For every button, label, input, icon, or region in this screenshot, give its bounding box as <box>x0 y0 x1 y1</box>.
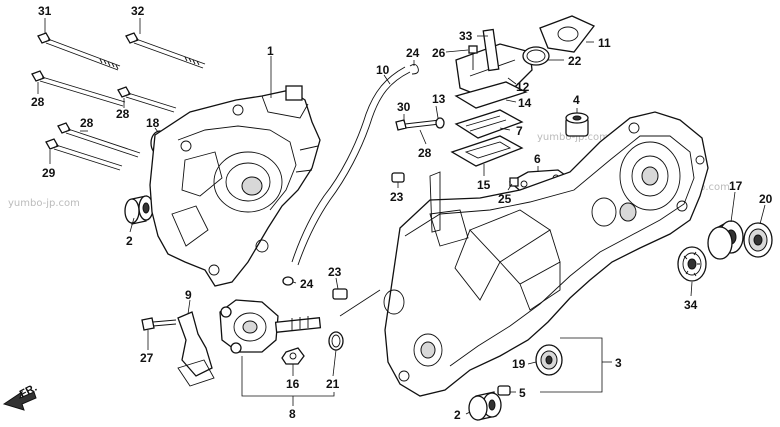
callout-5: 5 <box>519 386 526 400</box>
callout-21: 21 <box>326 377 340 391</box>
nut <box>281 347 305 365</box>
bolt-with-collar <box>395 117 445 131</box>
right-crankcase <box>383 111 709 397</box>
callout-24: 24 <box>300 277 314 291</box>
dowel-pin <box>497 385 511 396</box>
watermark: yumbo-jp.com <box>8 198 80 209</box>
callout-34: 34 <box>684 298 698 312</box>
callout-9: 9 <box>185 288 192 302</box>
bearing <box>535 344 563 376</box>
callout-22: 22 <box>568 54 582 68</box>
bearing <box>468 391 502 421</box>
reed-valve <box>454 109 524 139</box>
callout-27: 27 <box>140 351 154 365</box>
tube-clip <box>282 276 294 286</box>
left-crankcase <box>149 85 321 287</box>
callout-4: 4 <box>573 93 580 107</box>
oil-pump <box>219 299 322 354</box>
bearing <box>707 220 744 260</box>
callout-26: 26 <box>432 46 446 60</box>
callout-2: 2 <box>126 234 133 248</box>
callout-12: 12 <box>516 80 530 94</box>
callout-33: 33 <box>459 29 473 43</box>
callout-25: 25 <box>498 192 512 206</box>
tube-clip <box>409 63 419 75</box>
callout-31: 31 <box>38 4 52 18</box>
bolt <box>45 138 123 171</box>
callout-13: 13 <box>432 92 446 106</box>
callout-14: 14 <box>518 96 532 110</box>
dowel-pin <box>391 172 405 183</box>
callout-11: 11 <box>598 36 611 50</box>
callout-19: 19 <box>512 357 526 371</box>
reed-gasket <box>450 135 524 167</box>
callout-2: 2 <box>454 408 461 422</box>
watermark: yumbo-jp.com <box>537 132 609 143</box>
callout-24: 24 <box>406 46 420 60</box>
callout-30: 30 <box>397 100 411 114</box>
callout-10: 10 <box>376 63 390 77</box>
bearing <box>677 246 707 282</box>
collar <box>565 112 589 137</box>
callout-20: 20 <box>759 192 773 206</box>
breather-tube <box>291 66 411 266</box>
bolt <box>57 122 141 158</box>
callout-18: 18 <box>146 116 160 130</box>
bearing <box>743 222 773 258</box>
callout-28: 28 <box>418 146 432 160</box>
small-bolt <box>468 45 478 70</box>
bolt <box>117 86 177 113</box>
callout-7: 7 <box>516 124 523 138</box>
callout-28: 28 <box>116 107 130 121</box>
callouts: 31 32 1 28 28 18 28 29 2 10 24 33 26 11 … <box>31 4 773 422</box>
callout-17: 17 <box>729 179 743 193</box>
small-bolt <box>141 317 177 331</box>
reed-gasket <box>454 81 528 109</box>
intake-pipe <box>455 28 533 97</box>
bearing <box>124 195 154 225</box>
leader-lines <box>37 18 766 415</box>
callout-28: 28 <box>80 116 94 130</box>
callout-32: 32 <box>131 4 145 18</box>
o-ring <box>328 331 344 351</box>
oil-pump-bracket <box>177 311 215 387</box>
bolt <box>31 70 126 107</box>
o-ring <box>522 46 550 66</box>
callout-23: 23 <box>390 190 404 204</box>
front-direction-arrow <box>2 390 37 411</box>
dowel-pin <box>332 288 348 300</box>
long-bolt <box>37 32 121 71</box>
callout-1: 1 <box>267 44 274 58</box>
callout-16: 16 <box>286 377 300 391</box>
gasket-plate <box>539 15 596 53</box>
callout-3: 3 <box>615 356 622 370</box>
callout-23: 23 <box>328 265 342 279</box>
callout-8: 8 <box>289 407 296 421</box>
callout-15: 15 <box>477 178 491 192</box>
callout-29: 29 <box>42 166 56 180</box>
callout-6: 6 <box>534 152 541 166</box>
callout-28: 28 <box>31 95 45 109</box>
long-bolt <box>125 32 206 69</box>
